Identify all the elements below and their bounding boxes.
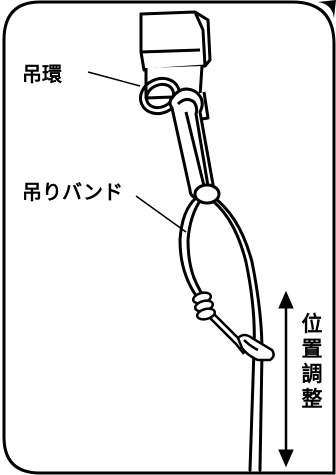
adjuster-slider-icon <box>236 333 275 362</box>
label-hanging-ring: 吊環 <box>22 62 62 86</box>
leader-lines <box>87 71 187 233</box>
lanyard-band-icon <box>178 183 264 472</box>
frame-corner-tab <box>318 0 336 18</box>
label-position-adjust: 位置調整 <box>301 312 323 411</box>
snap-hook-icon <box>168 87 216 200</box>
label-lanyard-band: 吊りバンド <box>22 180 123 204</box>
band-knot-icon <box>191 291 249 355</box>
hanging-ring-icon <box>139 76 181 116</box>
adjust-range-arrow <box>278 290 294 468</box>
